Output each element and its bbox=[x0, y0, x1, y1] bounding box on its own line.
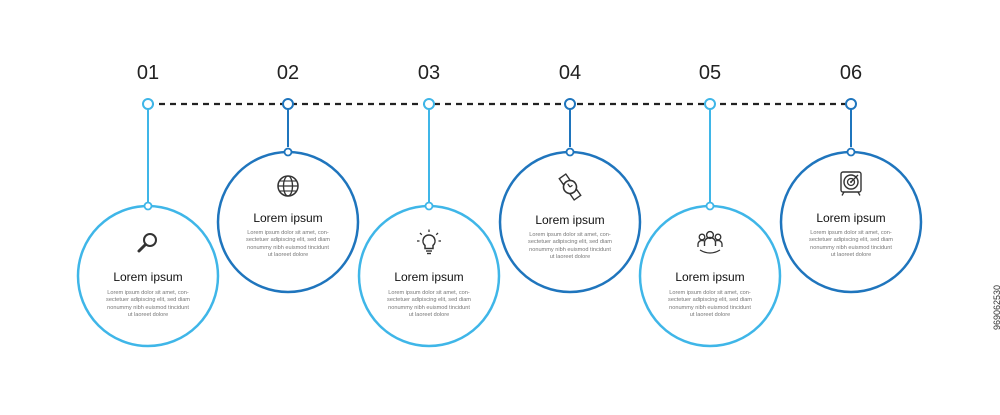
desc-line: ut laoreet dolore bbox=[689, 312, 731, 319]
globe-icon bbox=[277, 175, 299, 197]
desc-line: sectetuer adipiscing elit, sed diam bbox=[106, 297, 190, 304]
desc-line: Lorem ipsum dolor sit amet, con- bbox=[247, 230, 329, 236]
lightbulb-icon bbox=[417, 229, 441, 255]
desc-line: ut laoreet dolore bbox=[830, 252, 872, 259]
step-number-02: 02 bbox=[276, 62, 300, 84]
step-desc-03: Lorem ipsum dolor sit amet, con- sectetu… bbox=[377, 290, 481, 320]
step-number-03: 03 bbox=[417, 62, 441, 84]
step-number-04: 04 bbox=[558, 62, 582, 84]
desc-line: sectetuer adipiscing elit, sed diam bbox=[387, 297, 471, 304]
timeline-node-03 bbox=[423, 98, 435, 110]
joint-dot-02 bbox=[283, 147, 293, 157]
step-card-05: Lorem ipsum Lorem ipsum dolor sit amet, … bbox=[640, 206, 780, 346]
step-desc-04: Lorem ipsum dolor sit amet, con- sectetu… bbox=[518, 232, 622, 262]
stock-id: 969062530 bbox=[992, 284, 1000, 330]
desc-line: ut laoreet dolore bbox=[127, 312, 169, 319]
step-card-03: Lorem ipsum Lorem ipsum dolor sit amet, … bbox=[359, 206, 499, 346]
step-title-02: Lorem ipsum bbox=[253, 211, 323, 225]
step-desc-05: Lorem ipsum dolor sit amet, con- sectetu… bbox=[658, 290, 762, 320]
desc-line: sectetuer adipiscing elit, sed diam bbox=[668, 297, 752, 304]
target-icon bbox=[840, 171, 862, 196]
desc-line: nonummy nibh euismod tincidunt bbox=[529, 246, 611, 253]
joint-dot-04 bbox=[565, 147, 575, 157]
step-title-04: Lorem ipsum bbox=[535, 213, 605, 227]
step-card-06: Lorem ipsum Lorem ipsum dolor sit amet, … bbox=[781, 152, 921, 292]
desc-line: ut laoreet dolore bbox=[267, 252, 309, 259]
desc-line: Lorem ipsum dolor sit amet, con- bbox=[529, 232, 611, 238]
timeline-node-05 bbox=[704, 98, 716, 110]
step-card-01: Lorem ipsum Lorem ipsum dolor sit amet, … bbox=[78, 206, 218, 346]
timeline-node-01 bbox=[142, 98, 154, 110]
timeline-node-06 bbox=[845, 98, 857, 110]
timeline-node-02 bbox=[282, 98, 294, 110]
desc-line: nonummy nibh euismod tincidunt bbox=[810, 244, 892, 251]
desc-line: sectetuer adipiscing elit, sed diam bbox=[809, 237, 893, 244]
step-number-05: 05 bbox=[698, 62, 722, 84]
desc-line: nonummy nibh euismod tincidunt bbox=[247, 244, 329, 251]
desc-line: Lorem ipsum dolor sit amet, con- bbox=[669, 290, 751, 296]
step-title-05: Lorem ipsum bbox=[675, 270, 745, 284]
team-icon bbox=[697, 230, 723, 254]
desc-line: sectetuer adipiscing elit, sed diam bbox=[528, 239, 612, 246]
desc-line: ut laoreet dolore bbox=[549, 254, 591, 261]
desc-line: nonummy nibh euismod tincidunt bbox=[107, 304, 189, 311]
desc-line: Lorem ipsum dolor sit amet, con- bbox=[107, 290, 189, 296]
step-number-01: 01 bbox=[136, 62, 160, 84]
desc-line: sectetuer adipiscing elit, sed diam bbox=[246, 237, 330, 244]
desc-line: Lorem ipsum dolor sit amet, con- bbox=[810, 230, 892, 236]
desc-line: ut laoreet dolore bbox=[408, 312, 450, 319]
desc-line: Lorem ipsum dolor sit amet, con- bbox=[388, 290, 470, 296]
step-title-03: Lorem ipsum bbox=[394, 270, 464, 284]
magnifier-icon bbox=[137, 233, 157, 253]
joint-dot-03 bbox=[424, 201, 434, 211]
watch-icon bbox=[558, 173, 582, 201]
desc-line: nonummy nibh euismod tincidunt bbox=[388, 304, 470, 311]
step-card-04: Lorem ipsum Lorem ipsum dolor sit amet, … bbox=[500, 152, 640, 292]
joint-dot-01 bbox=[143, 201, 153, 211]
step-desc-02: Lorem ipsum dolor sit amet, con- sectetu… bbox=[236, 230, 340, 260]
desc-line: nonummy nibh euismod tincidunt bbox=[669, 304, 751, 311]
timeline-node-04 bbox=[564, 98, 576, 110]
joint-dot-06 bbox=[846, 147, 856, 157]
joint-dot-05 bbox=[705, 201, 715, 211]
step-title-06: Lorem ipsum bbox=[816, 211, 886, 225]
step-card-02: Lorem ipsum Lorem ipsum dolor sit amet, … bbox=[218, 152, 358, 292]
step-number-06: 06 bbox=[839, 62, 863, 84]
step-desc-06: Lorem ipsum dolor sit amet, con- sectetu… bbox=[799, 230, 903, 260]
step-desc-01: Lorem ipsum dolor sit amet, con- sectetu… bbox=[96, 290, 200, 320]
step-title-01: Lorem ipsum bbox=[113, 270, 183, 284]
